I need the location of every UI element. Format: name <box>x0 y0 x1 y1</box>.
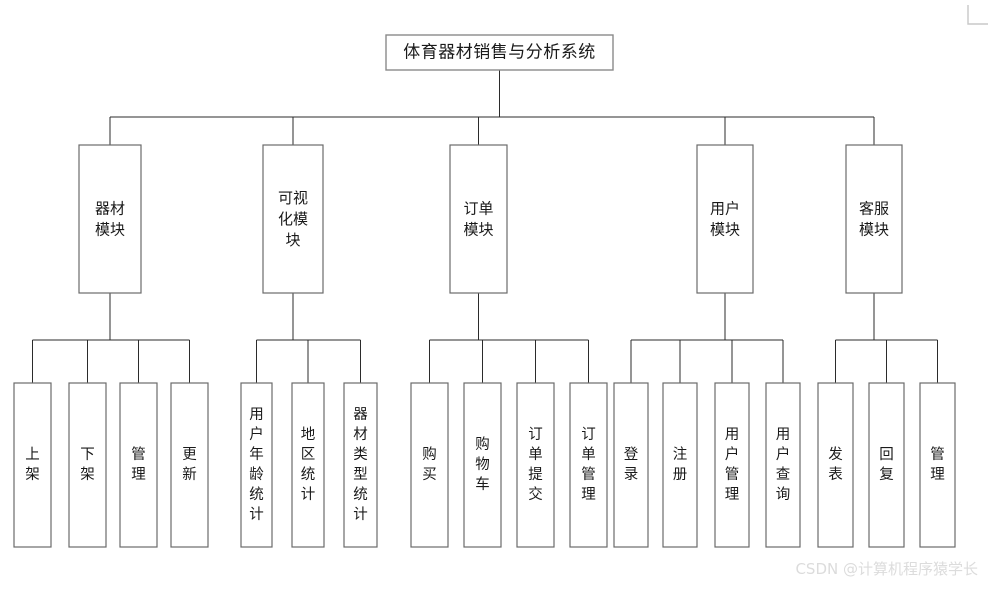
leaf-order-submit-label: 订单提交 <box>528 426 543 503</box>
page-corner-mark <box>967 5 988 25</box>
leaf-equipment-type-stats-box <box>343 382 378 548</box>
module-equipment-module[interactable]: 器材模块 <box>78 144 142 294</box>
leaf-login-box <box>613 382 649 548</box>
connector-layer <box>31 70 939 383</box>
leaf-user-query[interactable]: 用户查询 <box>765 382 801 548</box>
leaf-post-label: 发表 <box>828 446 843 483</box>
leaf-register[interactable]: 注册 <box>662 382 698 548</box>
root-node-label: 体育器材销售与分析系统 <box>403 43 596 63</box>
module-user-module-label: 用户模块 <box>710 199 740 238</box>
leaf-login-label: 登录 <box>624 446 639 483</box>
leaf-user-manage-label: 用户管理 <box>725 427 740 503</box>
leaf-list-off[interactable]: 下架 <box>68 382 107 548</box>
leaf-user-age-stats[interactable]: 用户年龄统计 <box>240 382 273 548</box>
watermark-text: CSDN @计算机程序猿学长 <box>795 560 978 578</box>
root-node-box <box>385 34 614 71</box>
leaf-equipment-manage[interactable]: 管理 <box>119 382 158 548</box>
module-user-module[interactable]: 用户模块 <box>696 144 754 294</box>
leaf-service-manage-box <box>919 382 956 548</box>
leaf-shopping-cart[interactable]: 购物车 <box>463 382 502 548</box>
leaf-list-on-box <box>13 382 52 548</box>
leaf-user-query-box <box>765 382 801 548</box>
leaf-order-manage-box <box>569 382 608 548</box>
leaf-order-submit-box <box>516 382 555 548</box>
leaf-user-query-label: 用户查询 <box>776 427 791 503</box>
leaf-reply[interactable]: 回复 <box>868 382 905 548</box>
leaf-equipment-manage-label: 管理 <box>131 446 146 483</box>
leaf-login[interactable]: 登录 <box>613 382 649 548</box>
leaf-equipment-update-label: 更新 <box>182 447 197 483</box>
leaf-shopping-cart-box <box>463 382 502 548</box>
leaf-equipment-type-stats-label: 器材类型统计 <box>353 407 368 523</box>
leaf-equipment-update-box <box>170 382 209 548</box>
module-order-module[interactable]: 订单模块 <box>449 144 508 294</box>
module-visualization-module-box <box>262 144 324 294</box>
leaf-order-submit[interactable]: 订单提交 <box>516 382 555 548</box>
leaf-reply-box <box>868 382 905 548</box>
leaf-register-box <box>662 382 698 548</box>
leaf-user-age-stats-box <box>240 382 273 548</box>
module-order-module-box <box>449 144 508 294</box>
leaf-equipment-update[interactable]: 更新 <box>170 382 209 548</box>
leaf-purchase-label: 购买 <box>422 446 437 483</box>
module-service-module-box <box>845 144 903 294</box>
leaf-purchase[interactable]: 购买 <box>410 382 449 548</box>
leaf-register-label: 注册 <box>673 446 688 483</box>
leaf-reply-label: 回复 <box>879 446 894 483</box>
node-layer: 体育器材销售与分析系统器材模块上架下架管理更新可视化模块用户年龄统计地区统计器材… <box>13 34 956 548</box>
leaf-service-manage[interactable]: 管理 <box>919 382 956 548</box>
leaf-user-manage[interactable]: 用户管理 <box>714 382 750 548</box>
leaf-region-stats[interactable]: 地区统计 <box>291 382 325 548</box>
module-equipment-module-label: 器材模块 <box>95 199 125 238</box>
module-service-module-label: 客服模块 <box>859 199 889 238</box>
leaf-purchase-box <box>410 382 449 548</box>
leaf-order-manage[interactable]: 订单管理 <box>569 382 608 548</box>
leaf-equipment-manage-box <box>119 382 158 548</box>
module-service-module[interactable]: 客服模块 <box>845 144 903 294</box>
module-visualization-module-label: 可视化模块 <box>278 189 308 249</box>
leaf-list-on-label: 上架 <box>25 446 40 483</box>
leaf-region-stats-box <box>291 382 325 548</box>
module-visualization-module[interactable]: 可视化模块 <box>262 144 324 294</box>
leaf-order-manage-label: 订单管理 <box>581 426 596 503</box>
leaf-post[interactable]: 发表 <box>817 382 854 548</box>
leaf-region-stats-label: 地区统计 <box>301 426 316 503</box>
root-node[interactable]: 体育器材销售与分析系统 <box>385 34 614 71</box>
leaf-user-manage-box <box>714 382 750 548</box>
leaf-service-manage-label: 管理 <box>930 446 945 483</box>
leaf-shopping-cart-label: 购物车 <box>475 436 490 493</box>
leaf-list-off-box <box>68 382 107 548</box>
leaf-post-box <box>817 382 854 548</box>
module-order-module-label: 订单模块 <box>463 199 493 238</box>
leaf-user-age-stats-label: 用户年龄统计 <box>249 407 264 523</box>
module-equipment-module-box <box>78 144 142 294</box>
module-user-module-box <box>696 144 754 294</box>
leaf-equipment-type-stats[interactable]: 器材类型统计 <box>343 382 378 548</box>
leaf-list-off-label: 下架 <box>80 447 95 483</box>
leaf-list-on[interactable]: 上架 <box>13 382 52 548</box>
